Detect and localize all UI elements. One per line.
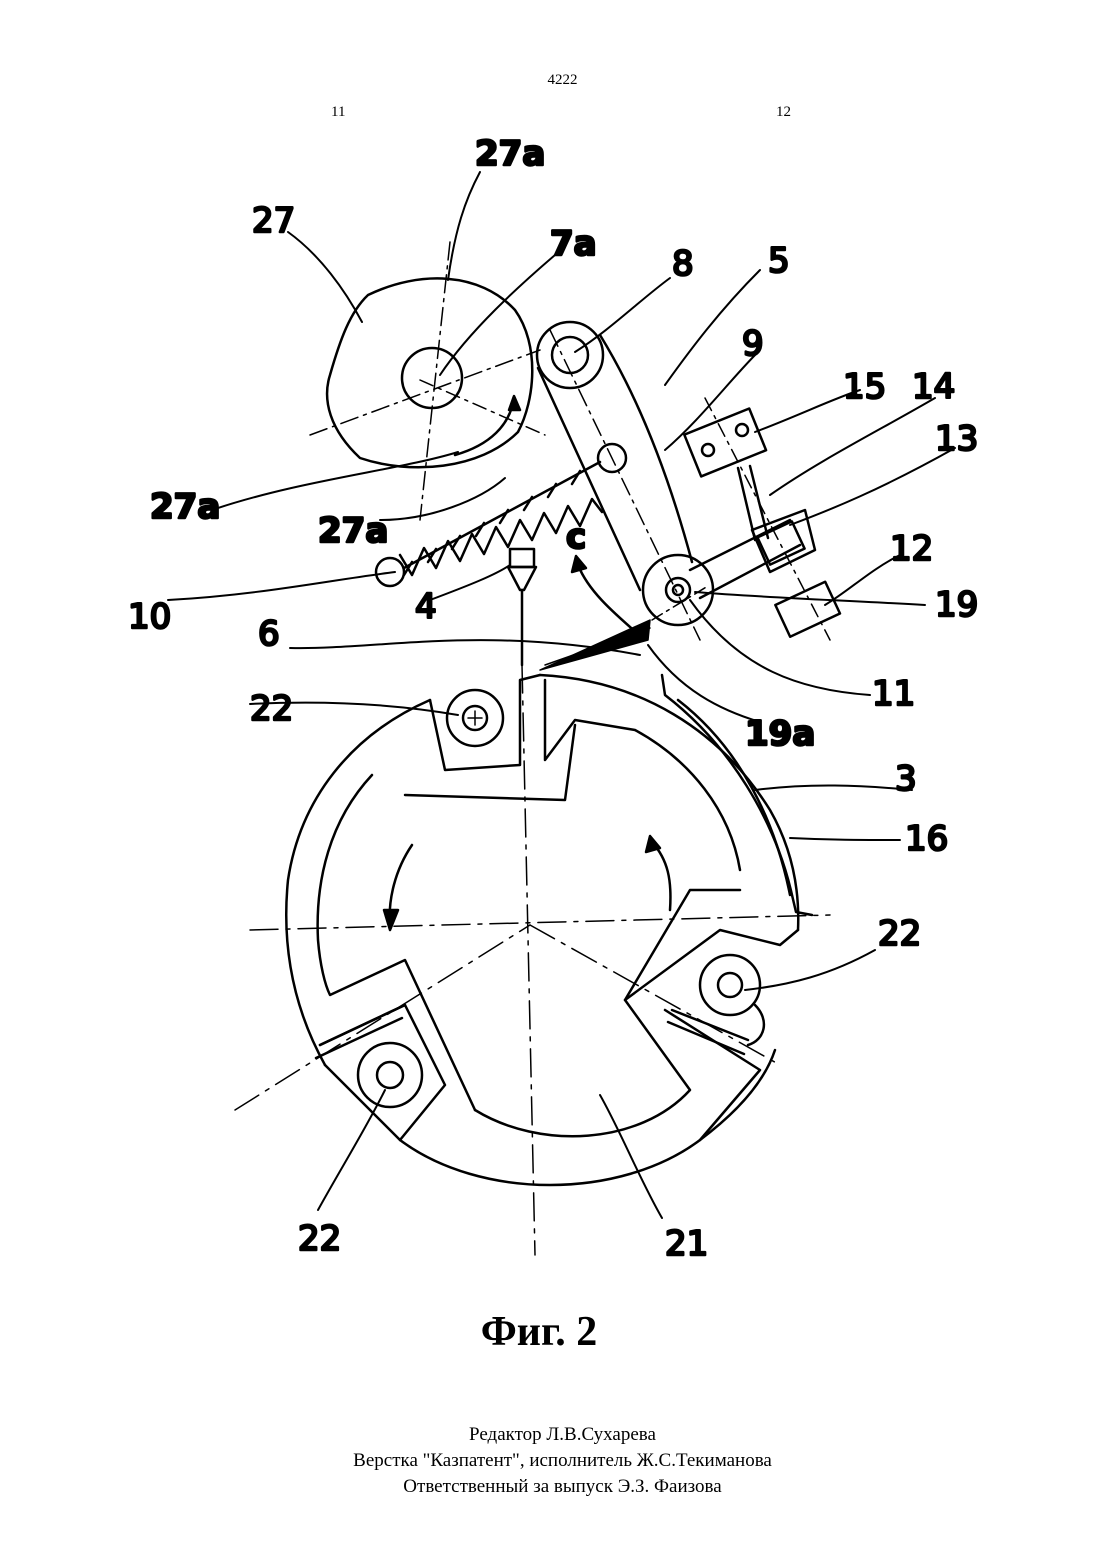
label-21: 21	[665, 1224, 708, 1264]
label-15: 15	[843, 367, 886, 407]
label-8: 8	[672, 244, 694, 284]
adjuster-assembly	[684, 398, 840, 640]
guide-16	[662, 675, 812, 915]
label-16: 16	[905, 819, 948, 859]
label-11: 11	[872, 674, 915, 714]
label-c: c	[566, 517, 586, 557]
label-27a-left: 27a	[150, 487, 220, 527]
needle-4	[508, 549, 536, 665]
label-19a: 19a	[745, 714, 815, 754]
label-22-right: 22	[878, 914, 921, 954]
screw-22-left	[358, 1043, 422, 1107]
imprint-footer: Редактор Л.В.Сухарева Верстка "Казпатент…	[0, 1422, 1100, 1500]
label-3: 3	[895, 759, 917, 799]
label-7a: 7a	[550, 224, 597, 264]
figure-caption: Фиг. 2	[0, 1308, 1078, 1356]
label-12: 12	[890, 529, 933, 569]
label-6: 6	[258, 614, 280, 654]
label-27: 27	[252, 201, 295, 241]
label-19: 19	[935, 585, 978, 625]
patent-drawing: 27a 27 7a 8 5 9 15 14 13 27a 27a c 12 19…	[0, 0, 1100, 1300]
responsible-line: Ответственный за выпуск Э.З. Фаизова	[0, 1474, 1100, 1500]
layout-line: Верстка "Казпатент", исполнитель Ж.С.Тек…	[0, 1448, 1100, 1474]
label-13: 13	[935, 419, 978, 459]
editor-line: Редактор Л.В.Сухарева	[0, 1422, 1100, 1448]
knife-19a	[540, 620, 650, 670]
label-14: 14	[912, 367, 955, 407]
cam-27	[310, 242, 545, 520]
label-22-left: 22	[298, 1219, 341, 1259]
rotor-21	[235, 665, 830, 1255]
label-27a-top: 27a	[475, 134, 545, 174]
label-9: 9	[742, 324, 764, 364]
label-4: 4	[415, 587, 437, 627]
label-27a-mid: 27a	[318, 511, 388, 551]
label-10: 10	[128, 597, 171, 637]
label-22-top: 22	[250, 689, 293, 729]
screw-22-right	[700, 955, 764, 1045]
label-5: 5	[768, 241, 790, 281]
screw-22-top	[447, 690, 503, 746]
